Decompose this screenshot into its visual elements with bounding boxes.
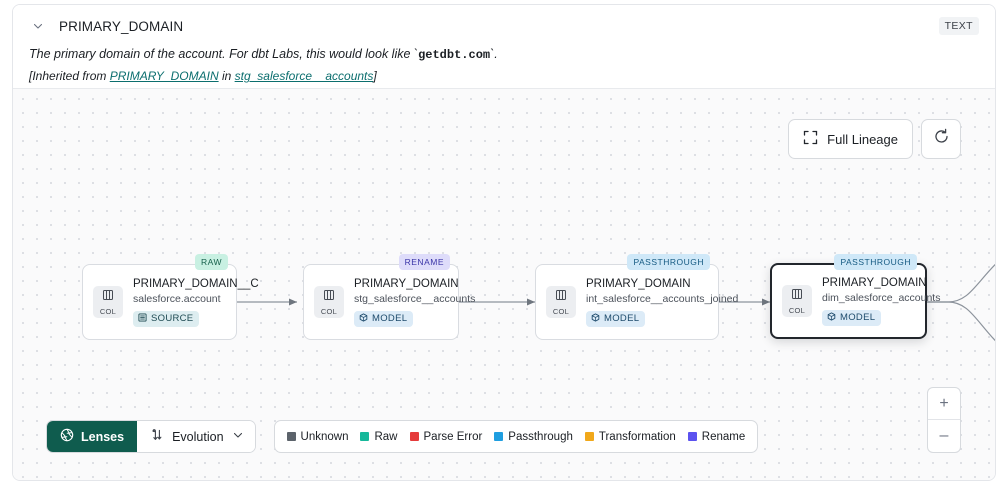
description-prefix: The primary domain of the account. For d… <box>29 47 419 61</box>
lenses-label: Lenses <box>81 429 125 444</box>
column-detail-card: PRIMARY_DOMAIN TEXT The primary domain o… <box>12 4 996 481</box>
expand-icon <box>803 130 818 148</box>
node-type-badge: MODEL <box>822 309 882 326</box>
zoom-controls: + – <box>927 387 961 453</box>
node-type-label: MODEL <box>604 313 640 324</box>
node-type-label: MODEL <box>840 312 876 323</box>
node-subtitle: int_salesforce__accounts_joined <box>586 292 739 305</box>
column-chip: COL <box>314 286 344 318</box>
full-lineage-label: Full Lineage <box>827 131 898 147</box>
columns-icon <box>102 288 114 306</box>
node-body: PRIMARY_DOMAIN dim_salesforce_accounts M… <box>822 277 952 326</box>
inherited-prefix: [Inherited from <box>29 69 110 84</box>
node-subtitle: dim_salesforce_accounts <box>822 291 941 304</box>
chevron-down-icon <box>232 429 244 444</box>
legend-label: Rename <box>701 430 746 443</box>
evolution-dropdown[interactable]: Evolution <box>137 421 255 452</box>
refresh-button[interactable] <box>921 119 961 159</box>
node-lens-badge: PASSTHROUGH <box>834 254 917 270</box>
page-title: PRIMARY_DOMAIN <box>59 18 184 34</box>
lineage-node[interactable]: RAW COL PRIMARY_DOMAIN__C salesforce.acc… <box>82 254 259 340</box>
column-description: The primary domain of the account. For d… <box>29 46 979 63</box>
legend-item: Raw <box>360 430 398 443</box>
lineage-node-selected[interactable]: PASSTHROUGH COL PRIMARY_DOMAIN dim_sales… <box>770 254 940 339</box>
full-lineage-button[interactable]: Full Lineage <box>788 119 913 159</box>
lineage-node[interactable]: RENAME COL PRIMARY_DOMAIN stg_salesforce… <box>303 254 475 340</box>
cube-icon <box>827 311 836 324</box>
node-type-badge: MODEL <box>586 310 646 327</box>
node-title: PRIMARY_DOMAIN <box>822 276 927 289</box>
legend-item: Unknown <box>286 430 349 443</box>
chevron-down-icon[interactable] <box>29 17 47 35</box>
inherited-model-link[interactable]: stg_salesforce__accounts <box>234 69 374 84</box>
column-chip-label: COL <box>788 306 806 315</box>
zoom-out-button[interactable]: – <box>939 427 949 444</box>
column-chip: COL <box>782 285 812 317</box>
inherited-suffix: ] <box>373 69 377 84</box>
columns-icon <box>791 287 803 305</box>
lineage-edges <box>237 263 995 342</box>
columns-icon <box>323 288 335 306</box>
legend-swatch-transformation <box>584 432 594 441</box>
node-body: PRIMARY_DOMAIN stg_salesforce__accounts … <box>354 278 487 327</box>
legend-label: Parse Error <box>423 430 483 443</box>
node-title: PRIMARY_DOMAIN__C <box>133 277 259 290</box>
lineage-legend: Unknown Raw Parse Error Passthrough <box>273 420 759 453</box>
columns-icon <box>555 288 567 306</box>
legend-label: Passthrough <box>508 430 573 443</box>
description-code: getdbt.com <box>418 48 491 62</box>
evolution-label: Evolution <box>172 429 224 444</box>
node-body: PRIMARY_DOMAIN int_salesforce__accounts_… <box>586 278 750 327</box>
cube-icon <box>359 312 368 325</box>
lineage-canvas[interactable]: Full Lineage RAW <box>13 88 995 480</box>
node-subtitle: salesforce.account <box>133 292 221 305</box>
legend-item: Parse Error <box>409 430 483 443</box>
legend-item: Rename <box>687 430 746 443</box>
description-suffix: `. <box>490 47 498 61</box>
legend-swatch-parse-error <box>409 432 419 441</box>
zoom-in-button[interactable]: + <box>928 388 960 420</box>
node-lens-badge: RENAME <box>398 254 450 270</box>
node-title: PRIMARY_DOMAIN <box>586 277 691 290</box>
node-subtitle: stg_salesforce__accounts <box>354 292 476 305</box>
node-type-badge: MODEL <box>354 310 414 327</box>
lineage-controls: Full Lineage <box>788 119 961 159</box>
legend-item: Passthrough <box>494 431 573 443</box>
legend-swatch-rename <box>687 432 697 441</box>
column-chip-label: COL <box>320 307 338 316</box>
node-body: PRIMARY_DOMAIN__C salesforce.account SOU… <box>133 278 271 327</box>
node-lens-badge: PASSTHROUGH <box>627 254 710 270</box>
node-title: PRIMARY_DOMAIN <box>354 277 459 290</box>
column-chip: COL <box>93 286 123 318</box>
lenses-button[interactable]: Lenses <box>47 421 138 452</box>
legend-label: Transformation <box>598 430 676 443</box>
node-type-label: MODEL <box>372 313 408 324</box>
inherited-column-link[interactable]: PRIMARY_DOMAIN <box>109 69 219 84</box>
legend-label: Raw <box>374 430 398 443</box>
refresh-icon <box>933 128 950 150</box>
inherited-from-line: [Inherited from PRIMARY_DOMAIN in stg_sa… <box>29 69 979 83</box>
aperture-icon <box>60 428 74 445</box>
node-lens-badge: RAW <box>194 254 228 270</box>
lineage-node[interactable]: PASSTHROUGH COL PRIMARY_DOMAIN int_sales… <box>535 254 738 340</box>
status-badge: TEXT <box>938 17 979 35</box>
legend-swatch-passthrough <box>494 432 504 441</box>
legend-swatch-unknown <box>286 432 296 441</box>
lineage-toolbar: Lenses Evolution <box>46 420 759 453</box>
database-icon <box>138 312 147 325</box>
cube-icon <box>591 312 600 325</box>
column-chip: COL <box>546 286 576 318</box>
column-chip-label: COL <box>552 307 570 316</box>
inherited-mid: in <box>218 69 235 84</box>
lenses-segmented-control: Lenses Evolution <box>46 420 256 453</box>
column-chip-label: COL <box>99 307 117 316</box>
title-row: PRIMARY_DOMAIN <box>29 15 979 37</box>
legend-swatch-raw <box>360 432 370 441</box>
card-header: PRIMARY_DOMAIN TEXT The primary domain o… <box>13 5 995 88</box>
node-type-badge: SOURCE <box>133 310 200 327</box>
node-type-label: SOURCE <box>151 313 194 324</box>
legend-item: Transformation <box>584 430 676 443</box>
evolution-icon <box>149 428 164 446</box>
legend-label: Unknown <box>300 430 349 443</box>
